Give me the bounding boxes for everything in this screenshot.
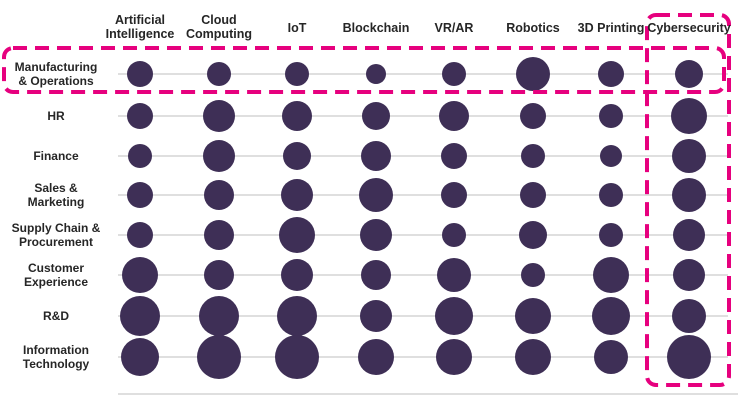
row-label-information-technology: Information Technology — [22, 343, 90, 371]
bubble-hr-blockchain — [362, 102, 390, 130]
bubble-r-d-vr-ar — [435, 297, 473, 335]
bubble-customer-experience-iot — [281, 259, 313, 291]
row-label-r-d: R&D — [43, 309, 69, 323]
bubble-r-d-3d-printing — [592, 297, 630, 335]
bubble-hr-3d-printing — [599, 104, 623, 128]
bubble-hr-cybersecurity — [671, 98, 707, 134]
bubble-hr-cloud-computing — [203, 100, 235, 132]
bubble-information-technology-iot — [275, 335, 319, 379]
bubble-supply-chain-procurement-artificial-intelligence — [127, 222, 153, 248]
bubble-information-technology-cloud-computing — [197, 335, 241, 379]
bubble-supply-chain-procurement-blockchain — [360, 219, 392, 251]
bubble-r-d-iot — [277, 296, 317, 336]
bubble-information-technology-3d-printing — [594, 340, 628, 374]
bubble-customer-experience-artificial-intelligence — [122, 257, 158, 293]
bubble-supply-chain-procurement-cybersecurity — [673, 219, 705, 251]
bubble-information-technology-cybersecurity — [667, 335, 711, 379]
bubble-customer-experience-3d-printing — [593, 257, 629, 293]
bubble-manufacturing-operations-artificial-intelligence — [127, 61, 153, 87]
column-label-robotics: Robotics — [506, 21, 560, 35]
row-label-supply-chain-procurement: Supply Chain & Procurement — [11, 221, 101, 249]
bubble-supply-chain-procurement-robotics — [519, 221, 547, 249]
bubble-r-d-artificial-intelligence — [120, 296, 160, 336]
row-label-finance: Finance — [33, 149, 79, 163]
highlight-box-column — [645, 13, 731, 387]
column-label-blockchain: Blockchain — [342, 21, 410, 35]
bubble-customer-experience-vr-ar — [437, 258, 471, 292]
bubble-sales-marketing-iot — [281, 179, 313, 211]
row-label-customer-experience: Customer Experience — [23, 261, 89, 289]
bubble-information-technology-vr-ar — [436, 339, 472, 375]
bubble-finance-iot — [283, 142, 311, 170]
column-label-cybersecurity: Cybersecurity — [647, 21, 731, 35]
bubble-supply-chain-procurement-iot — [279, 217, 315, 253]
bubble-information-technology-artificial-intelligence — [121, 338, 159, 376]
bubble-r-d-robotics — [515, 298, 551, 334]
bubble-finance-blockchain — [361, 141, 391, 171]
bubble-manufacturing-operations-robotics — [516, 57, 550, 91]
bubble-r-d-cybersecurity — [672, 299, 706, 333]
bubbles — [120, 57, 711, 379]
bubble-sales-marketing-artificial-intelligence — [127, 182, 153, 208]
bubble-customer-experience-blockchain — [361, 260, 391, 290]
column-label-artificial-intelligence: Artificial Intelligence — [105, 13, 175, 41]
bubble-sales-marketing-blockchain — [359, 178, 393, 212]
bubble-finance-3d-printing — [600, 145, 622, 167]
row-label-sales-marketing: Sales & Marketing — [27, 181, 85, 209]
bubble-sales-marketing-cloud-computing — [204, 180, 234, 210]
bubble-manufacturing-operations-vr-ar — [442, 62, 466, 86]
bubble-sales-marketing-3d-printing — [599, 183, 623, 207]
bubble-manufacturing-operations-cybersecurity — [675, 60, 703, 88]
bubble-information-technology-robotics — [515, 339, 551, 375]
highlight-box-row — [2, 46, 726, 94]
bubble-sales-marketing-cybersecurity — [672, 178, 706, 212]
bubble-manufacturing-operations-iot — [285, 62, 309, 86]
bubble-customer-experience-cybersecurity — [673, 259, 705, 291]
bubble-hr-robotics — [520, 103, 546, 129]
bubble-customer-experience-cloud-computing — [204, 260, 234, 290]
bubble-supply-chain-procurement-3d-printing — [599, 223, 623, 247]
row-label-hr: HR — [47, 109, 65, 123]
bubble-sales-marketing-robotics — [520, 182, 546, 208]
bubble-finance-vr-ar — [441, 143, 467, 169]
column-label-cloud-computing: Cloud Computing — [186, 13, 252, 41]
row-label-manufacturing-operations: Manufacturing & Operations — [14, 60, 98, 88]
bubble-supply-chain-procurement-vr-ar — [442, 223, 466, 247]
bubble-hr-iot — [282, 101, 312, 131]
bubble-supply-chain-procurement-cloud-computing — [204, 220, 234, 250]
column-label-vr-ar: VR/AR — [434, 21, 474, 35]
bubble-finance-cloud-computing — [203, 140, 235, 172]
bubble-customer-experience-robotics — [521, 263, 545, 287]
bubble-r-d-cloud-computing — [199, 296, 239, 336]
bubble-information-technology-blockchain — [358, 339, 394, 375]
bubble-manufacturing-operations-cloud-computing — [207, 62, 231, 86]
bubble-manufacturing-operations-3d-printing — [598, 61, 624, 87]
bubble-manufacturing-operations-blockchain — [366, 64, 386, 84]
column-label-3d-printing: 3D Printing — [577, 21, 645, 35]
bubble-hr-vr-ar — [439, 101, 469, 131]
column-label-iot: IoT — [287, 21, 307, 35]
bubble-finance-cybersecurity — [672, 139, 706, 173]
bubble-hr-artificial-intelligence — [127, 103, 153, 129]
bubble-finance-artificial-intelligence — [128, 144, 152, 168]
highlight-boxes — [2, 13, 731, 387]
bubble-r-d-blockchain — [360, 300, 392, 332]
bubble-sales-marketing-vr-ar — [441, 182, 467, 208]
bubble-finance-robotics — [521, 144, 545, 168]
